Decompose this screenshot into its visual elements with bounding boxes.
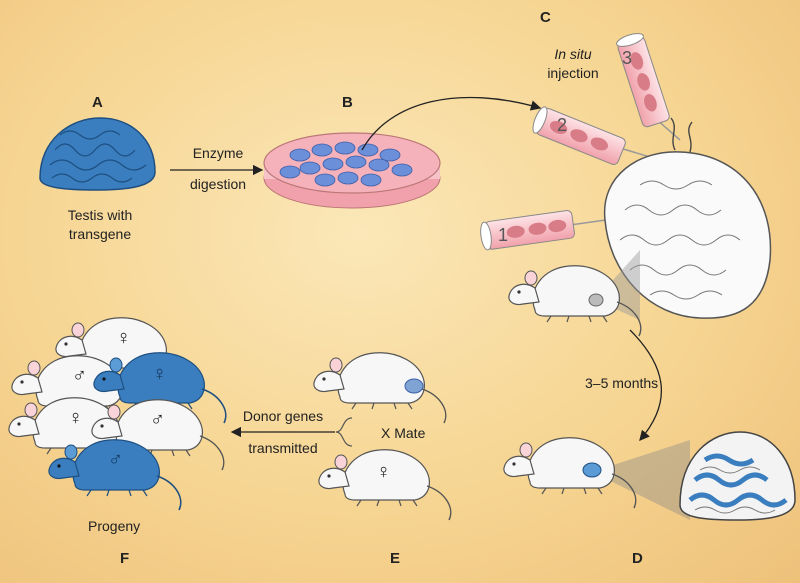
injection-tube-1 — [480, 210, 621, 251]
male-mouse-e — [313, 352, 447, 424]
mate-bracket — [335, 417, 353, 447]
colonized-testis-d — [679, 431, 796, 521]
female-symbol: ♀ — [68, 407, 83, 429]
petri-dish — [263, 132, 441, 209]
panel-label-b: B — [342, 94, 353, 111]
panel-label-f: F — [120, 550, 130, 567]
injection-caption-line1: In situ — [554, 46, 592, 62]
blue-testis-a — [39, 117, 156, 191]
timeline-caption: 3–5 months — [585, 375, 659, 391]
tube-label-3: 3 — [622, 48, 633, 68]
male-symbol: ♂ — [108, 449, 123, 471]
mate-caption: X Mate — [381, 425, 426, 441]
male-symbol: ♂ — [150, 409, 165, 431]
injection-caption-line2: injection — [547, 65, 599, 81]
months-arrow — [629, 329, 662, 441]
panel-label-e: E — [390, 550, 401, 567]
donor-caption-line1: Donor genes — [242, 408, 324, 424]
female-symbol: ♀ — [116, 327, 131, 349]
progeny-caption: Progeny — [88, 518, 141, 534]
enzyme-caption-line1: Enzyme — [192, 145, 244, 161]
male-symbol: ♂ — [72, 365, 87, 387]
recipient-mouse — [508, 250, 642, 337]
panel-label-c: C — [540, 9, 551, 26]
female-symbol: ♀ — [152, 363, 167, 385]
tube-label-2: 2 — [557, 115, 568, 135]
panel-label-d: D — [632, 550, 643, 567]
panel-label-a: A — [92, 94, 103, 111]
tube-label-1: 1 — [498, 225, 509, 245]
testis-caption-line1: Testis with — [67, 207, 133, 223]
colonized-mouse-d — [503, 437, 690, 520]
female-symbol: ♀ — [376, 461, 391, 483]
transfer-arrow — [361, 96, 542, 151]
donor-caption-line2: transmitted — [248, 440, 318, 456]
injection-tube-3 — [616, 33, 681, 141]
recipient-testis — [603, 117, 772, 319]
testis-caption-line2: transgene — [68, 226, 132, 242]
enzyme-caption-line2: digestion — [189, 176, 247, 192]
